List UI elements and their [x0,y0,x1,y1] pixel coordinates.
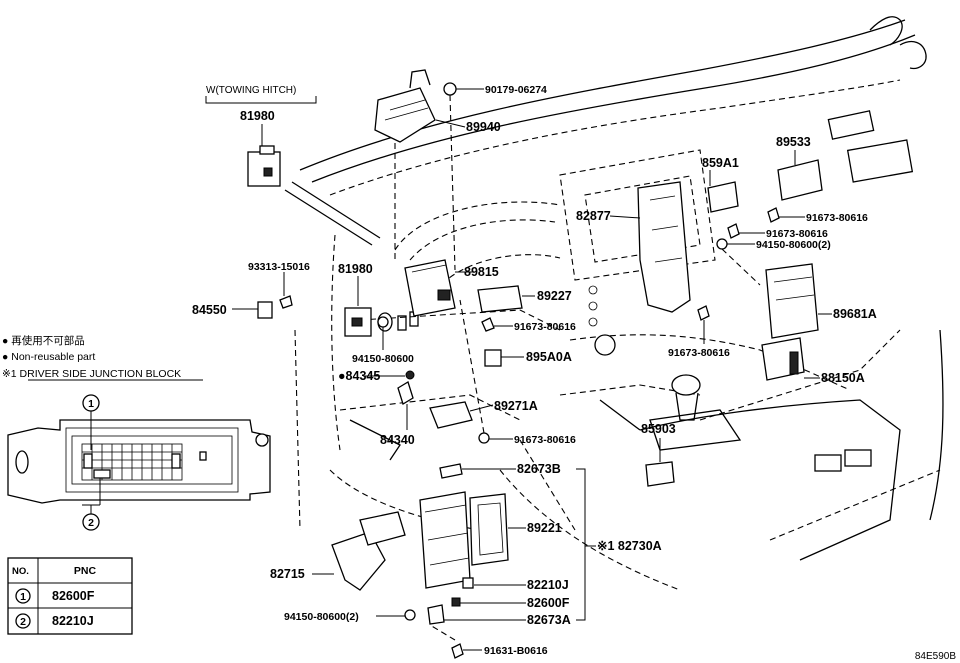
table-row-2-no: 2 [20,616,26,628]
bracket-82715-upper [359,511,406,546]
label-89271A: 89271A [494,399,538,413]
bolt-91673-e [697,305,710,321]
bolt-91673-c [767,207,780,223]
label-859A1: 859A1 [702,156,739,170]
junction-block-inset: 1 2 [7,394,271,531]
label-88150A: 88150A [821,371,865,385]
label-89815: 89815 [464,265,499,279]
table-row-1-pnc: 82600F [52,589,95,603]
label-82673A: 82673A [527,613,571,627]
label-93313: 93313-15016 [248,261,310,273]
callout-1: 1 [88,398,94,410]
junction-block-82730A [419,491,509,589]
legend-jp: ● 再使用不可部品 [2,334,85,347]
switch-84550 [257,301,273,319]
label-89681A: 89681A [833,307,877,321]
part-89271A [429,401,473,429]
part-85903 [645,461,675,487]
callout-1-circle [82,394,100,412]
label-94150-a: 94150-80600 [352,353,414,365]
nut-94150-b [716,238,728,250]
label-91673-d: 91673-80616 [766,228,828,240]
legend: ● 再使用不可部品 ● Non-reusable part ※1 DRIVER … [2,334,203,381]
label-82673B: 82673B [517,462,561,476]
label-89940: 89940 [466,120,501,134]
label-82715: 82715 [270,567,305,581]
dashboard-outline [284,16,944,591]
label-84340: 84340 [380,433,415,447]
label-82210J: 82210J [527,578,569,592]
table-header-no: NO. [12,566,29,577]
leader-lines [205,88,832,651]
bolt-93313 [279,295,293,309]
clip-82673B [439,463,463,479]
fuse-82600F [451,597,461,607]
bracket-82877 [637,181,691,313]
label-82600F: 82600F [527,596,570,610]
nut-94150-c [404,609,416,621]
label-81980-towing: 81980 [240,109,275,123]
part-89227 [477,285,523,313]
nut-94150-a [377,316,389,328]
switch-84340 [397,381,414,405]
bracket-82715 [331,531,386,591]
clip-82673A [427,604,445,625]
part-shapes [247,69,823,659]
legend-nonreusable: ● Non-reusable part [2,351,95,363]
table-row-2-pnc: 82210J [52,614,94,628]
module-89681A [765,263,819,339]
label-84550: 84550 [192,303,227,317]
label-84345: ●84345 [338,369,380,383]
label-91673-b: 91673-80616 [514,434,576,446]
part-89940 [374,69,436,143]
table-header-pnc: PNC [74,565,97,577]
label-91631: 91631-B0616 [484,645,548,657]
label-91673-a: 91673-80616 [514,321,576,333]
bolt-91673-b [478,432,490,444]
relay-895A0A [484,349,502,367]
label-90179: 90179-06274 [485,84,547,96]
part-89815 [404,259,456,317]
table-row-1-no: 1 [20,591,26,603]
bolt-91673-d [727,223,740,239]
module-88150A [761,337,805,381]
callout-2-circle [82,513,100,531]
label-895A0A: 895A0A [526,350,572,364]
callout-2: 2 [88,517,94,529]
label-82877: 82877 [576,209,611,223]
part-84345 [405,370,415,380]
part-labels: W(TOWING HITCH) 81980 90179-06274 89940 … [192,84,956,662]
label-81980-dash: 81980 [338,262,373,276]
relay-82210J [462,577,474,589]
diagram-code: 84E590B [915,651,956,662]
nut-90179 [443,82,457,96]
bolt-91673-a [481,317,495,332]
part-89533 [777,159,823,201]
fuse-grid [81,443,207,481]
label-89221: 89221 [527,521,562,535]
bolt-91631 [451,643,464,659]
label-94150-c: 94150-80600(2) [284,611,359,623]
label-89227: 89227 [537,289,572,303]
towing-header: W(TOWING HITCH) [206,85,296,96]
label-85903: 85903 [641,422,676,436]
part-859A1 [707,181,739,213]
part-81980-towing [247,145,281,187]
label-91673-e: 91673-80616 [668,347,730,359]
label-94150-b: 94150-80600(2) [756,239,831,251]
pnc-table: NO. PNC 1 82600F 2 82210J [7,557,133,635]
label-82730A: ※1 82730A [597,539,662,553]
label-91673-c: 91673-80616 [806,212,868,224]
legend-junction-note: ※1 DRIVER SIDE JUNCTION BLOCK [2,368,181,380]
label-89533: 89533 [776,135,811,149]
